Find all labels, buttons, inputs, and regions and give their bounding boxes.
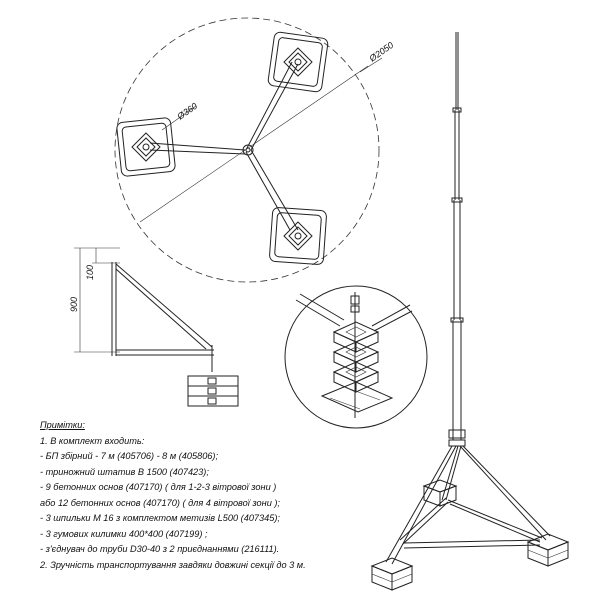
mast-tripod-legs [385, 445, 551, 565]
notes-line: - 3 шпильки М 16 з комплектом метизів L5… [40, 513, 280, 523]
mast-base-right [526, 533, 570, 567]
tripod-side-view: 900 100 [69, 247, 239, 407]
base-pad-top [267, 31, 329, 93]
mast-base-back [422, 479, 458, 507]
detail-block-3 [332, 361, 380, 393]
rubber-mat [320, 381, 394, 413]
concrete-block-stack-side [187, 375, 239, 407]
notes-line: або 12 бетонних основ (407170) ( для 4 в… [40, 497, 280, 508]
notes-line: 2. Зручність транспортування завдяки дов… [40, 559, 306, 570]
mast-base-left [370, 557, 414, 591]
pad-diameter-label: Ø360 [175, 101, 200, 122]
detail-block-2 [332, 341, 380, 373]
notes-line: - 9 бетонних основ (407170) ( для 1-2-3 … [40, 482, 277, 492]
notes-line: - 3 гумових килимки 400*400 (407199) ; [40, 528, 208, 539]
tripod-legs-top [149, 61, 299, 231]
notes-line: 1. В комплект входить: [40, 435, 145, 446]
detail-block-1 [332, 321, 380, 353]
notes-line: - БП збірний - 7 м (405706) - 8 м (40580… [40, 451, 219, 461]
base-pad-left [116, 117, 176, 177]
notes-block: Примітки: 1. В комплект входить: - БП зб… [40, 418, 370, 573]
notes-heading: Примітки: [40, 420, 85, 430]
notes-line: - з'єднувач до труби D30-40 з 2 приєднан… [40, 544, 280, 554]
tripod-top-view: Ø2050 [114, 17, 396, 283]
base-pad-bottom [269, 207, 327, 265]
height-total-label: 900 [69, 297, 79, 312]
height-top-label: 100 [85, 265, 95, 280]
mast-perspective-view [370, 32, 570, 591]
pitch-diameter-label: Ø2050 [367, 40, 396, 64]
notes-line: - триножний штатив В 1500 (407423); [40, 466, 209, 477]
pitch-circle [114, 17, 380, 283]
base-detail-view [284, 285, 428, 429]
